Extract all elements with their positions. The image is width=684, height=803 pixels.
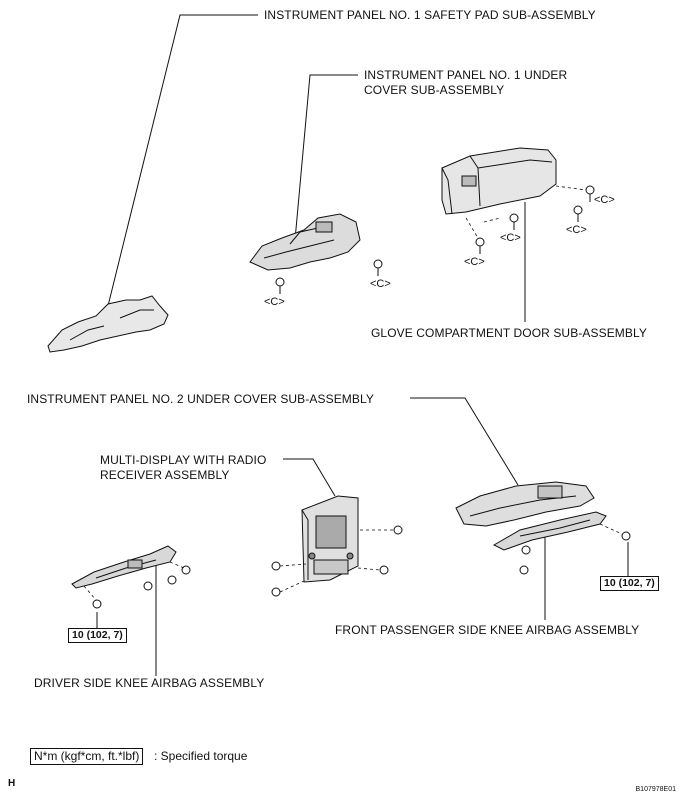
label-safety-pad: INSTRUMENT PANEL NO. 1 SAFETY PAD SUB-AS… bbox=[264, 8, 596, 22]
leader-under-cover-1 bbox=[294, 74, 358, 241]
label-front-passenger-knee: FRONT PASSENGER SIDE KNEE AIRBAG ASSEMBL… bbox=[335, 623, 640, 637]
figure-id: B107978E01 bbox=[635, 786, 676, 793]
dashed-guides bbox=[83, 185, 623, 601]
clip-tag: <C> bbox=[370, 278, 391, 290]
page-mark: H bbox=[8, 778, 16, 789]
leader-under-cover-2 bbox=[410, 397, 519, 486]
label-driver-knee: DRIVER SIDE KNEE AIRBAG ASSEMBLY bbox=[34, 676, 265, 690]
legend-text: : Specified torque bbox=[154, 749, 248, 763]
clip-tag: <C> bbox=[566, 224, 587, 236]
torque-box-passenger: 10 (102, 7) bbox=[600, 576, 659, 591]
label-multi-display-line1: MULTI-DISPLAY WITH RADIO bbox=[100, 453, 267, 467]
label-under-cover-1-line1: INSTRUMENT PANEL NO. 1 UNDER bbox=[364, 68, 568, 82]
label-under-cover-2: INSTRUMENT PANEL NO. 2 UNDER COVER SUB-A… bbox=[27, 392, 374, 406]
multi-display-part bbox=[301, 495, 359, 583]
clip-tag: <C> bbox=[264, 296, 285, 308]
torque-box-driver: 10 (102, 7) bbox=[68, 628, 127, 643]
label-under-cover-1-line2: COVER SUB-ASSEMBLY bbox=[364, 83, 505, 97]
glove-door-part bbox=[441, 147, 557, 215]
under-cover-1-part bbox=[249, 213, 361, 271]
safety-pad-part bbox=[47, 295, 169, 353]
clip-tag: <C> bbox=[500, 232, 521, 244]
label-glove-door: GLOVE COMPARTMENT DOOR SUB-ASSEMBLY bbox=[371, 326, 647, 340]
front-passenger-knee-airbag-part bbox=[492, 511, 607, 551]
driver-knee-airbag-part bbox=[71, 545, 177, 589]
leader-multi-display bbox=[283, 458, 336, 497]
clip-tag: <C> bbox=[464, 256, 485, 268]
leader-safety-pad bbox=[104, 14, 258, 319]
clip-tag: <C> bbox=[594, 194, 615, 206]
label-multi-display-line2: RECEIVER ASSEMBLY bbox=[100, 468, 230, 482]
under-cover-2-part bbox=[455, 481, 595, 527]
legend-torque-box: N*m (kgf*cm, ft.*lbf) bbox=[30, 748, 144, 765]
fasteners bbox=[92, 185, 631, 609]
